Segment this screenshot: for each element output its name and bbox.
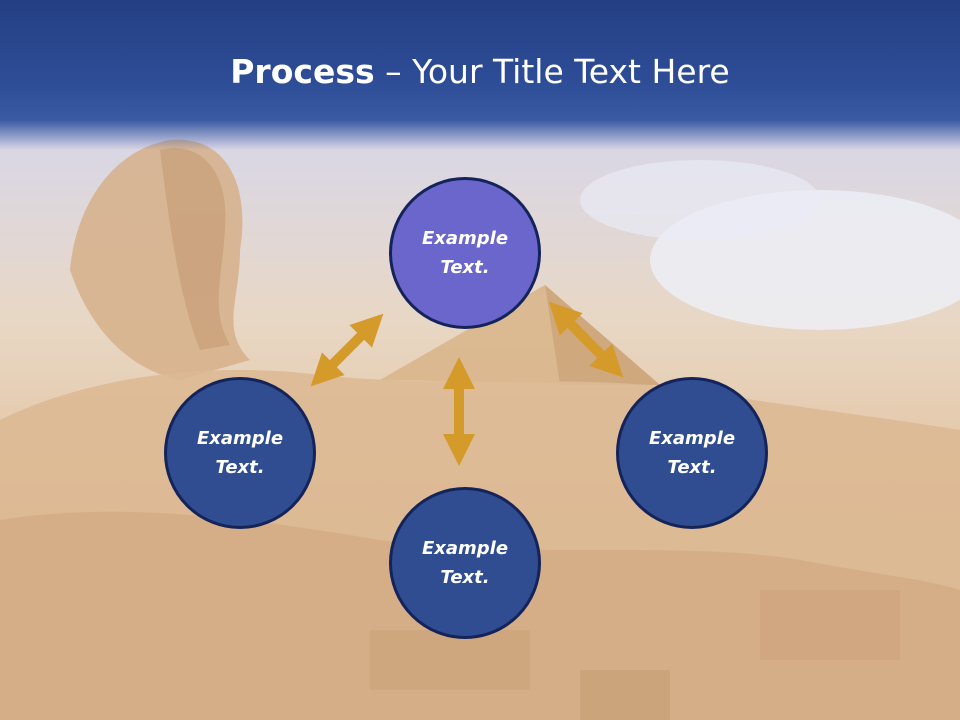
slide-title[interactable]: Process – Your Title Text Here [0,52,960,91]
node-bottom-line2: Text. [440,567,490,588]
arrow-top-right [548,301,624,378]
node-left-line1: Example [196,428,284,449]
process-node-right[interactable]: Example Text. [616,377,768,529]
node-right-line1: Example [648,428,736,449]
node-right-line2: Text. [667,457,717,478]
node-left-line2: Text. [215,457,265,478]
arrow-top-left [310,313,384,387]
node-bottom-label: Example Text. [405,534,525,592]
node-right-label: Example Text. [632,424,752,482]
title-bold: Process [230,52,375,91]
node-bottom-line1: Example [421,538,509,559]
node-left-label: Example Text. [180,424,300,482]
header-band [0,0,960,150]
title-rest: – Your Title Text Here [374,52,730,91]
node-top-label: Example Text. [405,224,525,282]
process-node-left[interactable]: Example Text. [164,377,316,529]
process-node-bottom[interactable]: Example Text. [389,487,541,639]
node-top-line2: Text. [440,257,490,278]
node-top-line1: Example [421,228,509,249]
process-node-top[interactable]: Example Text. [389,177,541,329]
